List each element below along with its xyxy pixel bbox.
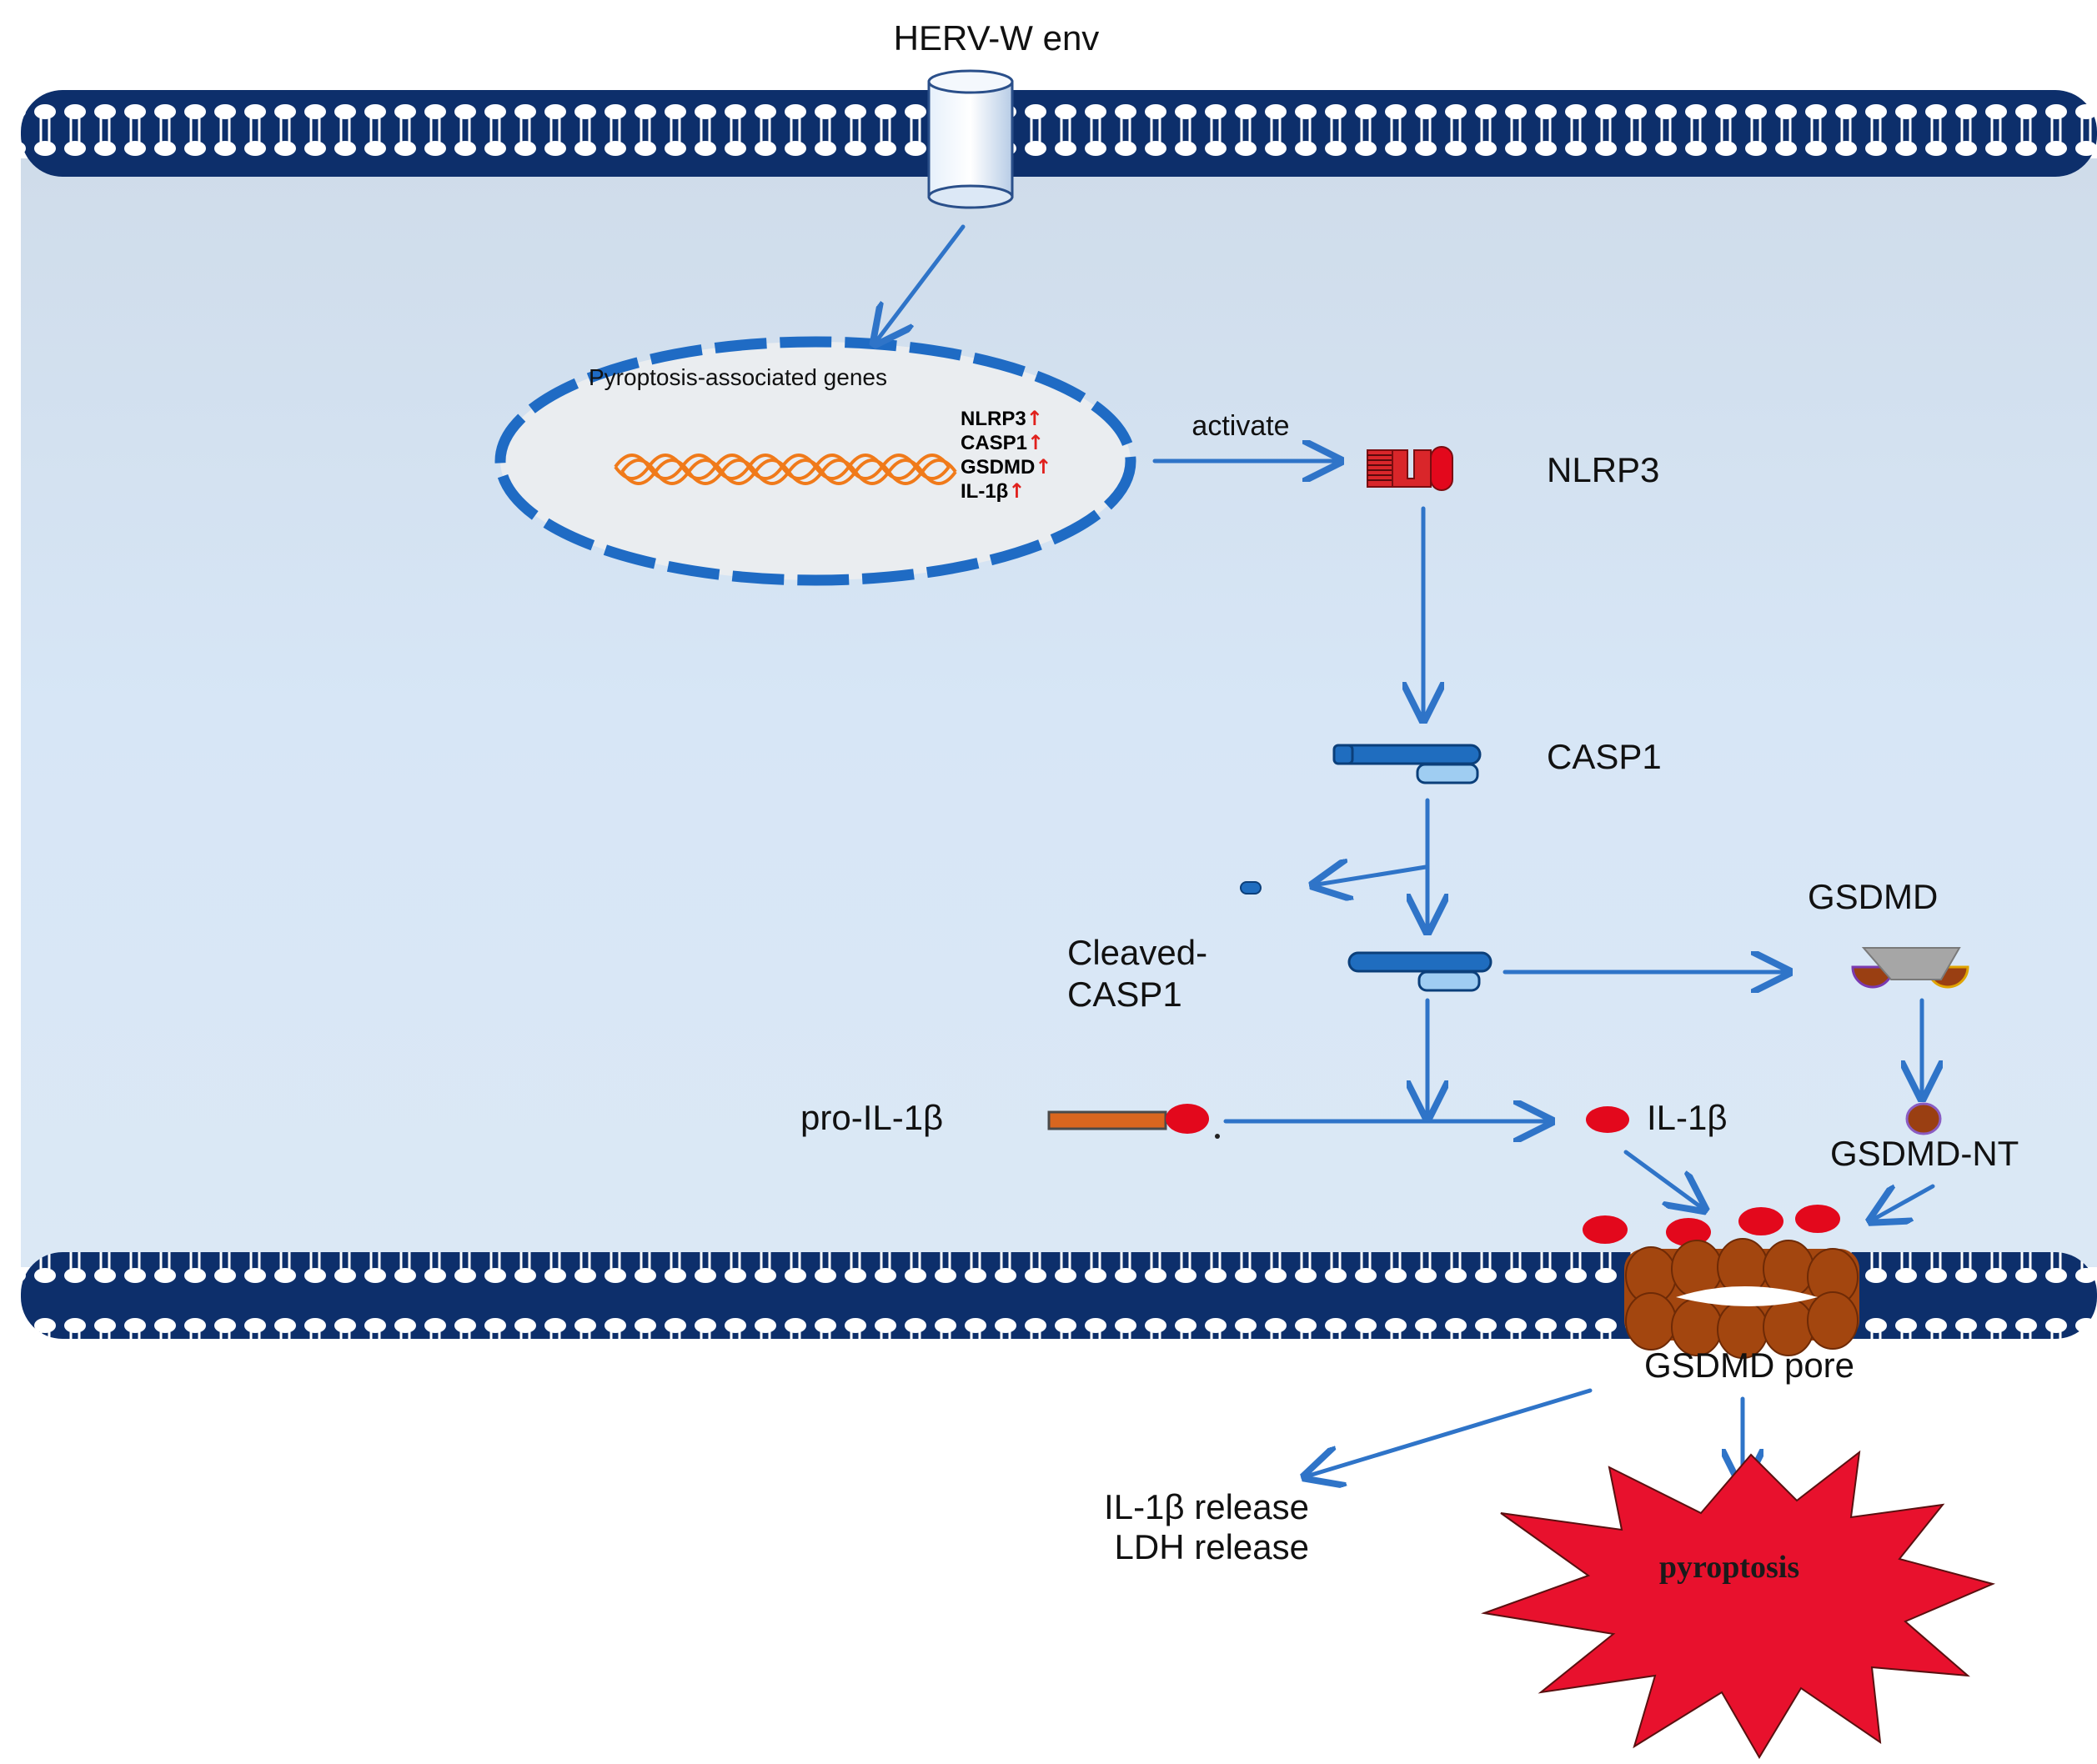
nlrp3-protein bbox=[1367, 446, 1453, 491]
pyroptosis-label: pyroptosis bbox=[1659, 1550, 1799, 1585]
cytoplasm bbox=[21, 158, 2097, 1267]
arrow-nt-to-pore bbox=[1874, 1184, 1935, 1219]
pyroptosis-starburst bbox=[1481, 1450, 1996, 1759]
cleaved-casp1-protein bbox=[1347, 951, 1492, 992]
gene-list: NLRP3↑ CASP1↑ GSDMD↑ IL-1β↑ bbox=[961, 407, 1051, 503]
gene-casp1: CASP1↑ bbox=[961, 431, 1044, 454]
genes-title: Pyroptosis-associated genes bbox=[589, 364, 887, 390]
pro-il1b-label: pro-IL-1β bbox=[800, 1098, 943, 1137]
gsdmd-protein bbox=[1851, 947, 1969, 989]
gene-il1b: IL-1β↑ bbox=[961, 479, 1025, 503]
top-membrane bbox=[21, 90, 2097, 177]
arrow-to-fragment bbox=[1317, 867, 1428, 885]
gsdmd-pore bbox=[1624, 1238, 1859, 1359]
gene-gsdmd: GSDMD↑ bbox=[961, 455, 1051, 479]
herv-label: HERV-W env bbox=[894, 18, 1100, 58]
nucleus bbox=[494, 336, 1136, 586]
cleaved-fragment bbox=[1240, 881, 1262, 895]
nlrp3-label: NLRP3 bbox=[1547, 450, 1659, 489]
il1b-cluster bbox=[1583, 1205, 1840, 1246]
cleaved-label-1: Cleaved- bbox=[1067, 933, 1207, 972]
dna-helix bbox=[614, 454, 957, 485]
cleaved-label-2: CASP1 bbox=[1067, 975, 1182, 1014]
herv-channel bbox=[927, 69, 1014, 209]
bottom-membrane bbox=[21, 1252, 2097, 1339]
pro-il1b-protein bbox=[1047, 1104, 1220, 1139]
gsdmd-nt-label: GSDMD-NT bbox=[1830, 1134, 2019, 1173]
il1b-protein bbox=[1586, 1106, 1629, 1133]
gsdmd-nt-protein bbox=[1905, 1102, 1942, 1135]
ldh-release-label: LDH release bbox=[1115, 1527, 1309, 1566]
activate-label: activate bbox=[1191, 410, 1289, 442]
arrows bbox=[877, 224, 1935, 1482]
il1b-label: IL-1β bbox=[1647, 1098, 1728, 1137]
gsdmd-pore-label: GSDMD pore bbox=[1644, 1346, 1854, 1385]
casp1-protein bbox=[1332, 744, 1482, 784]
arrow-channel-to-nucleus bbox=[877, 224, 966, 340]
gene-nlrp3: NLRP3↑ bbox=[961, 407, 1043, 430]
arrow-to-release bbox=[1309, 1388, 1593, 1476]
arrow-il1b-to-pore bbox=[1623, 1150, 1701, 1207]
il1b-release-label: IL-1β release bbox=[1104, 1487, 1309, 1526]
casp1-label: CASP1 bbox=[1547, 737, 1662, 776]
gsdmd-label: GSDMD bbox=[1808, 877, 1938, 916]
